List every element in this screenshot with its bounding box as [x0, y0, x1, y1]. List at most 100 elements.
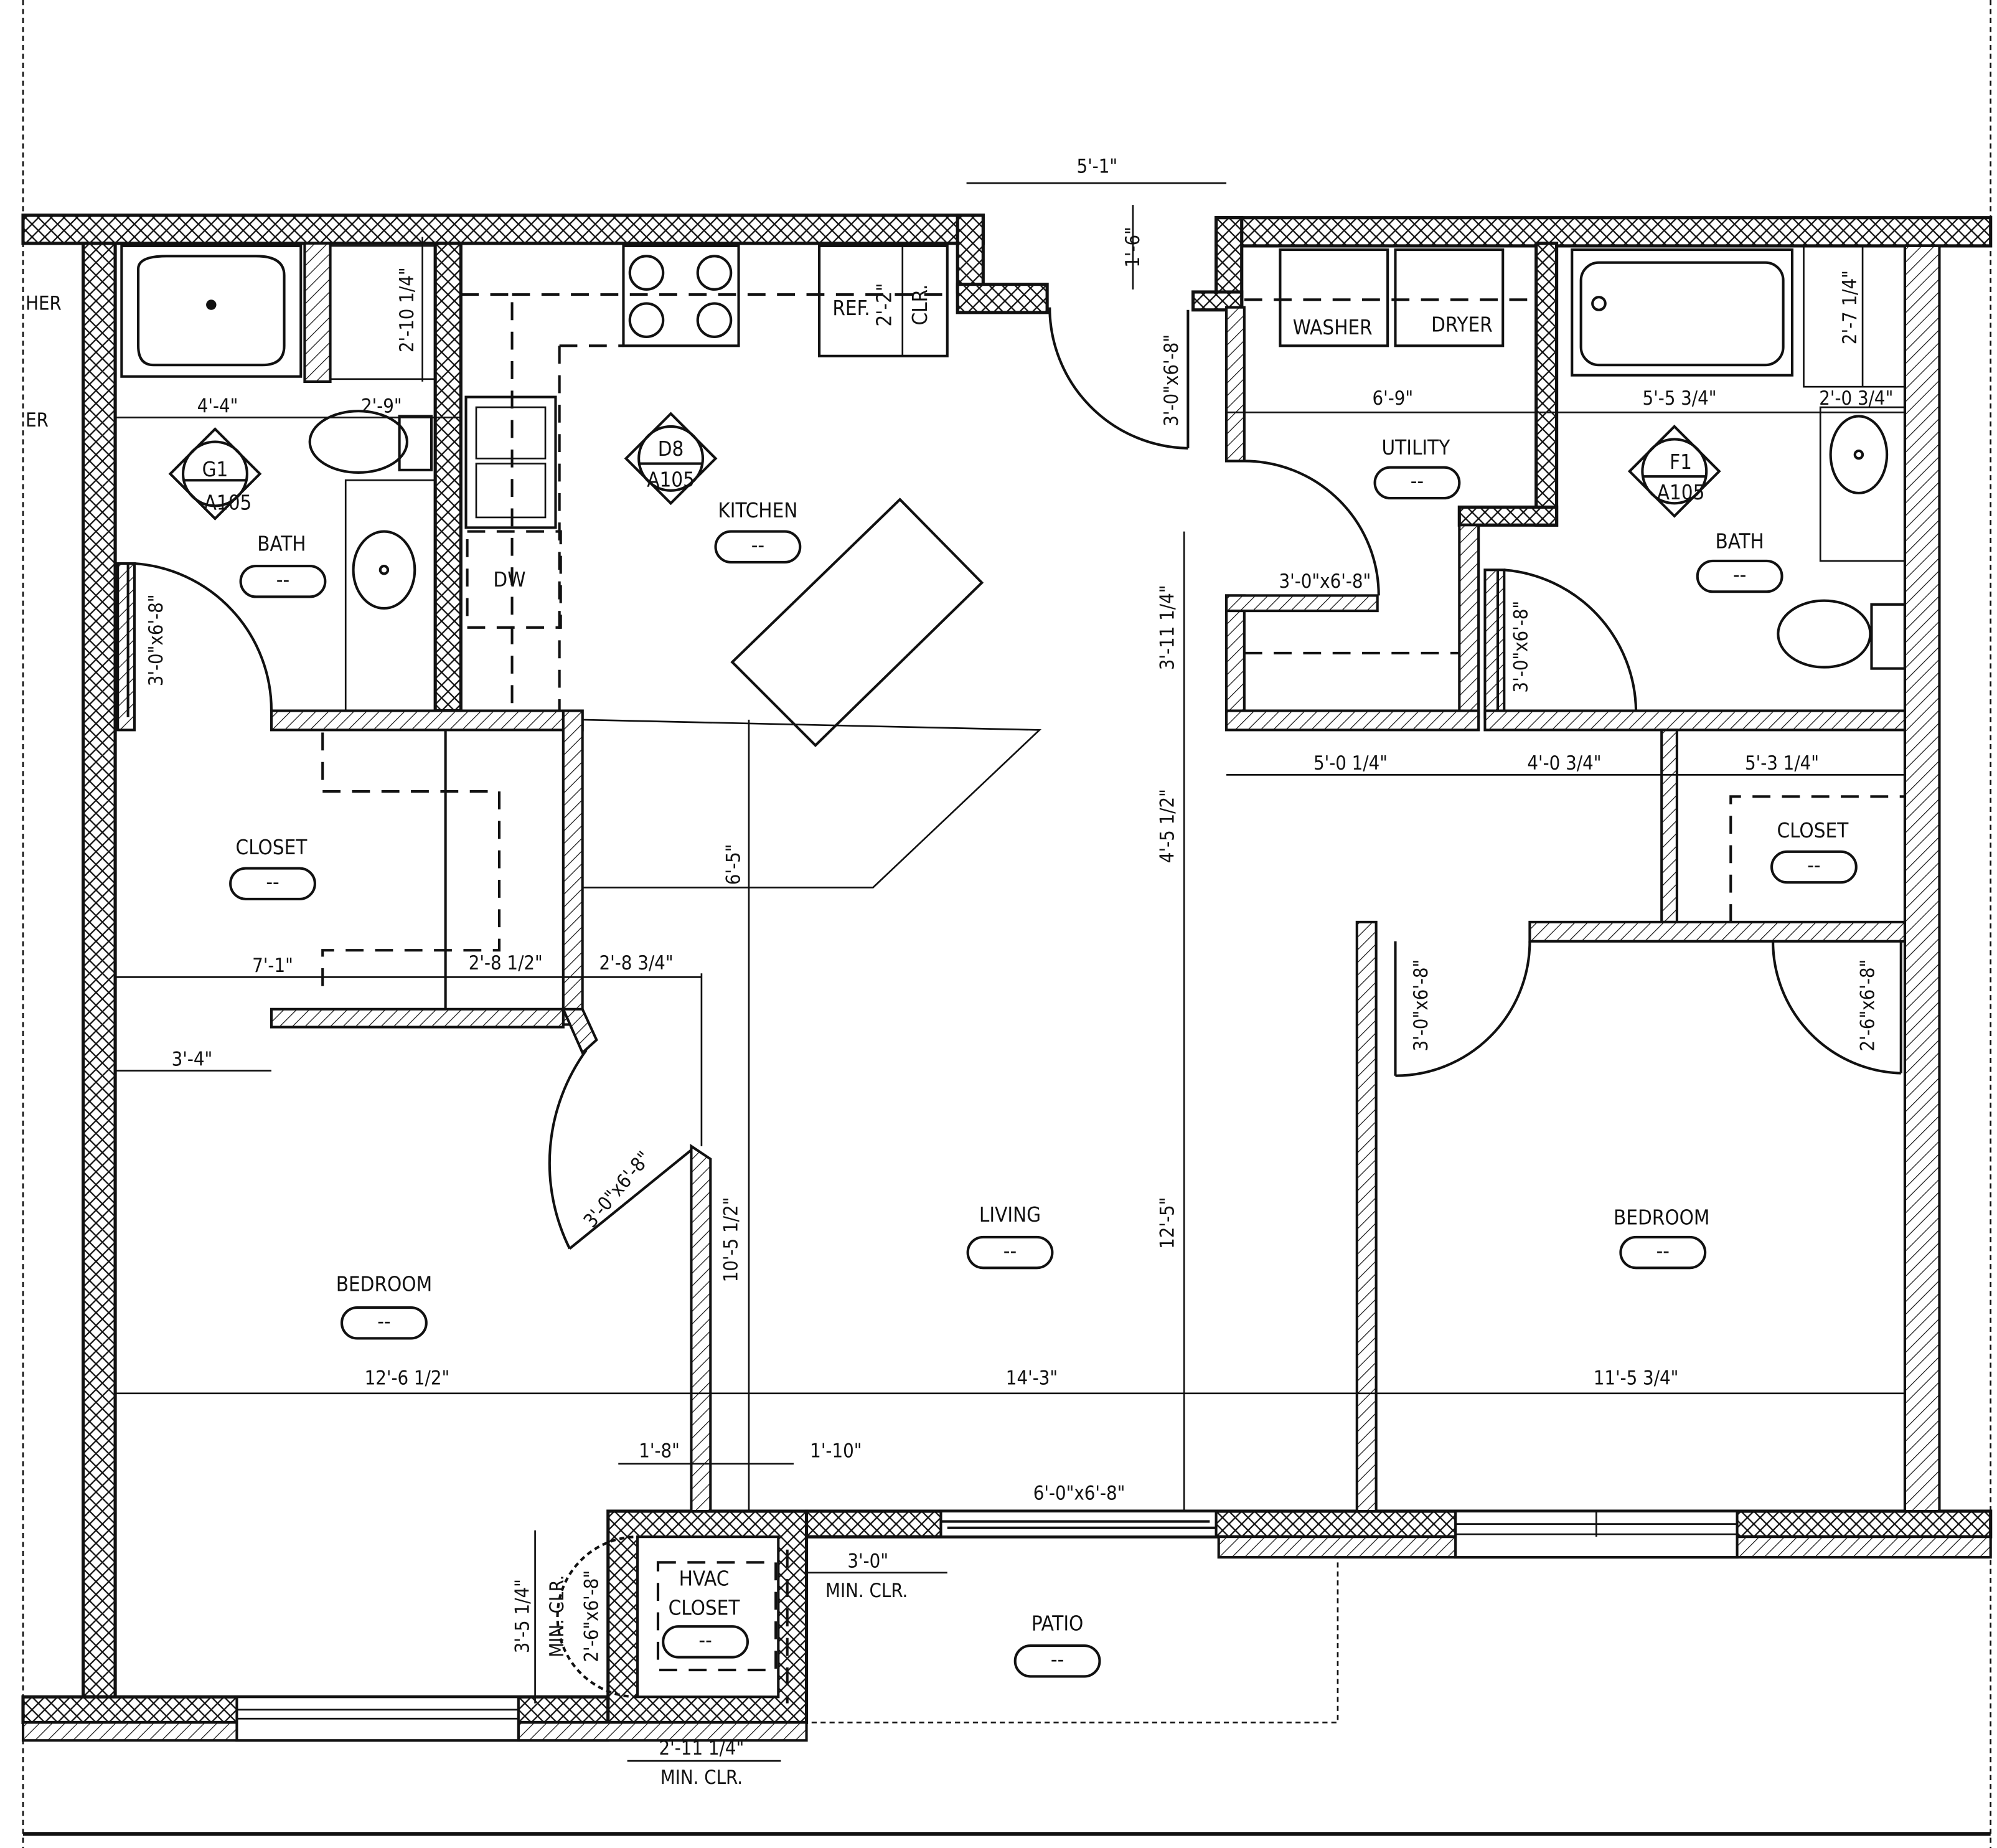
door-entry-size: 3'-0"x6'-8" — [1160, 334, 1183, 427]
elevation-tag-d8: D8 A105 — [624, 412, 718, 506]
room-closet-right: CLOSET — [1777, 818, 1849, 842]
dim-hvac-right: 1'-10" — [810, 1440, 862, 1463]
windows — [235, 1509, 1739, 1742]
room-bath-left: BATH — [257, 531, 306, 555]
door-swings — [126, 307, 1902, 1699]
door-labels: 3'-0"x6'-8" 3'-0"x6'-8" 3'-0"x6'-8" 3'-0… — [145, 334, 1879, 1662]
tag-sheet: A105 — [1657, 480, 1705, 504]
washer — [1279, 248, 1389, 347]
room-tag: -- — [751, 532, 764, 557]
dim-bath-width: 4'-4" — [197, 395, 238, 417]
exterior-walls — [21, 213, 1993, 1742]
dimension-lines — [115, 182, 1905, 1762]
tag-sheet: A105 — [647, 468, 695, 492]
dim-living-width: 14'-3" — [1006, 1367, 1058, 1389]
refrigerator — [818, 244, 949, 357]
dim-living-depth: 10'-5 1/2" — [720, 1197, 742, 1283]
dim-hvac-width-label: MIN. CLR. — [660, 1766, 743, 1789]
room-tag: -- — [276, 567, 289, 592]
room-utility: UTILITY — [1381, 435, 1450, 460]
dim-entry-depth: 1'-6" — [1122, 227, 1144, 268]
tag-number: G1 — [202, 457, 228, 481]
room-living: LIVING — [979, 1202, 1041, 1227]
dim-hall-a: 5'-0 1/4" — [1313, 752, 1388, 775]
dishwasher-label: DW — [493, 567, 525, 592]
room-tag: -- — [1003, 1238, 1017, 1263]
room-bedroom-left: BEDROOM — [336, 1271, 432, 1296]
edge-label-b: ER — [26, 409, 49, 431]
range — [622, 244, 740, 347]
room-tag: -- — [1656, 1238, 1670, 1263]
dim-bedroom-right-width: 11'-5 3/4" — [1594, 1367, 1679, 1389]
dim-utility-depth: 3'-11 1/4" — [1157, 585, 1179, 670]
tag-sheet: A105 — [204, 491, 252, 515]
dim-bath-right-width: 5'-5 3/4" — [1642, 387, 1716, 410]
elevation-tag-g1: G1 A105 — [168, 427, 262, 521]
dim-vanity-right: 2'-0 3/4" — [1819, 387, 1893, 410]
dimension-labels: 5'-1" 1'-6" 2'-10 1/4" 4'-4" 2'-9" 6'-9"… — [172, 156, 1894, 1789]
dim-living-upper: 4'-5 1/2" — [1157, 789, 1179, 863]
room-tag: -- — [1411, 469, 1424, 493]
ref-clear-dim: 2'-2" — [872, 283, 896, 326]
door-utility-size: 3'-0"x6'-8" — [1279, 570, 1371, 593]
interior-walls — [116, 242, 1906, 1513]
tag-number: F1 — [1670, 450, 1692, 474]
fixtures — [120, 244, 1906, 1723]
dim-closet-right-width: 5'-3 1/4" — [1745, 752, 1819, 775]
dim-bedroom-jog: 3'-4" — [172, 1048, 213, 1070]
door-bath-right-size: 3'-0"x6'-8" — [1510, 601, 1532, 693]
door-closet-right-size: 2'-6"x6'-8" — [1857, 959, 1879, 1052]
fixture-labels: DW WASHER DRYER REF. 2'-2" CLR. HER ER — [26, 283, 1493, 592]
dim-patio-clear-label: MIN. CLR. — [825, 1580, 908, 1602]
room-tag: -- — [1807, 853, 1820, 877]
room-tag: -- — [377, 1309, 390, 1333]
ref-label: REF. — [832, 296, 870, 320]
tag-number: D8 — [658, 436, 684, 461]
bathtub — [1571, 248, 1794, 377]
dim-hvac-depth-label: MIN. CLR. — [546, 1575, 568, 1657]
dim-hall-b: 4'-0 3/4" — [1527, 752, 1601, 775]
toilet-left — [308, 410, 408, 474]
dim-washer-run: 6'-9" — [1373, 387, 1414, 410]
toilet-right — [1777, 599, 1872, 669]
room-patio: PATIO — [1031, 1611, 1083, 1635]
dim-hvac-left: 1'-8" — [639, 1440, 680, 1463]
dim-bath-closet: 2'-10 1/4" — [396, 267, 418, 352]
room-tag: -- — [1051, 1647, 1064, 1671]
kitchen-island — [730, 497, 984, 747]
room-bedroom-right: BEDROOM — [1614, 1205, 1709, 1229]
room-hvac-closet: CLOSET — [669, 1596, 741, 1620]
room-hvac: HVAC — [679, 1566, 730, 1590]
dim-patio-clear: 3'-0" — [847, 1550, 888, 1573]
dim-living-total: 12'-5" — [1157, 1197, 1179, 1249]
room-bath-right: BATH — [1716, 529, 1764, 553]
dryer — [1394, 248, 1505, 347]
dim-closet-left-width: 7'-1" — [252, 955, 293, 977]
room-tag: -- — [698, 1628, 712, 1652]
door-bedroom-right-size: 3'-0"x6'-8" — [1410, 959, 1432, 1052]
edge-label-a: HER — [26, 293, 62, 315]
dim-bedroom-left-width: 12'-6 1/2" — [365, 1367, 450, 1389]
dim-linen-right: 2'-7 1/4" — [1839, 270, 1861, 344]
door-bath-left-size: 3'-0"x6'-8" — [145, 595, 167, 687]
door-patio-size: 6'-0"x6'-8" — [1033, 1483, 1125, 1505]
room-tag: -- — [266, 869, 279, 893]
dryer-label: DRYER — [1431, 313, 1493, 337]
dim-toilet-width: 2'-9" — [361, 395, 402, 417]
dim-entry-width: 5'-1" — [1077, 156, 1118, 178]
door-hvac-size: 2'-6"x6'-8" — [580, 1570, 603, 1662]
elevation-tag-f1: F1 A105 — [1627, 425, 1721, 518]
room-tag: -- — [1733, 562, 1746, 587]
room-closet-left: CLOSET — [236, 835, 308, 859]
washer-label: WASHER — [1293, 315, 1373, 339]
dim-hvac-depth: 3'-5 1/4" — [511, 1579, 533, 1653]
ref-clr-label: CLR. — [908, 285, 932, 326]
dim-closet-left-c: 2'-8 3/4" — [599, 952, 673, 974]
room-labels: BATH -- KITCHEN -- UTILITY -- BATH -- CL… — [229, 435, 1858, 1678]
room-kitchen: KITCHEN — [718, 498, 797, 522]
dishwasher — [466, 530, 562, 629]
dim-kitchen-depth: 6'-5" — [723, 844, 745, 885]
dim-closet-left-b: 2'-8 1/2" — [469, 952, 543, 974]
dim-hvac-width: 2'-11 1/4" — [659, 1737, 745, 1760]
